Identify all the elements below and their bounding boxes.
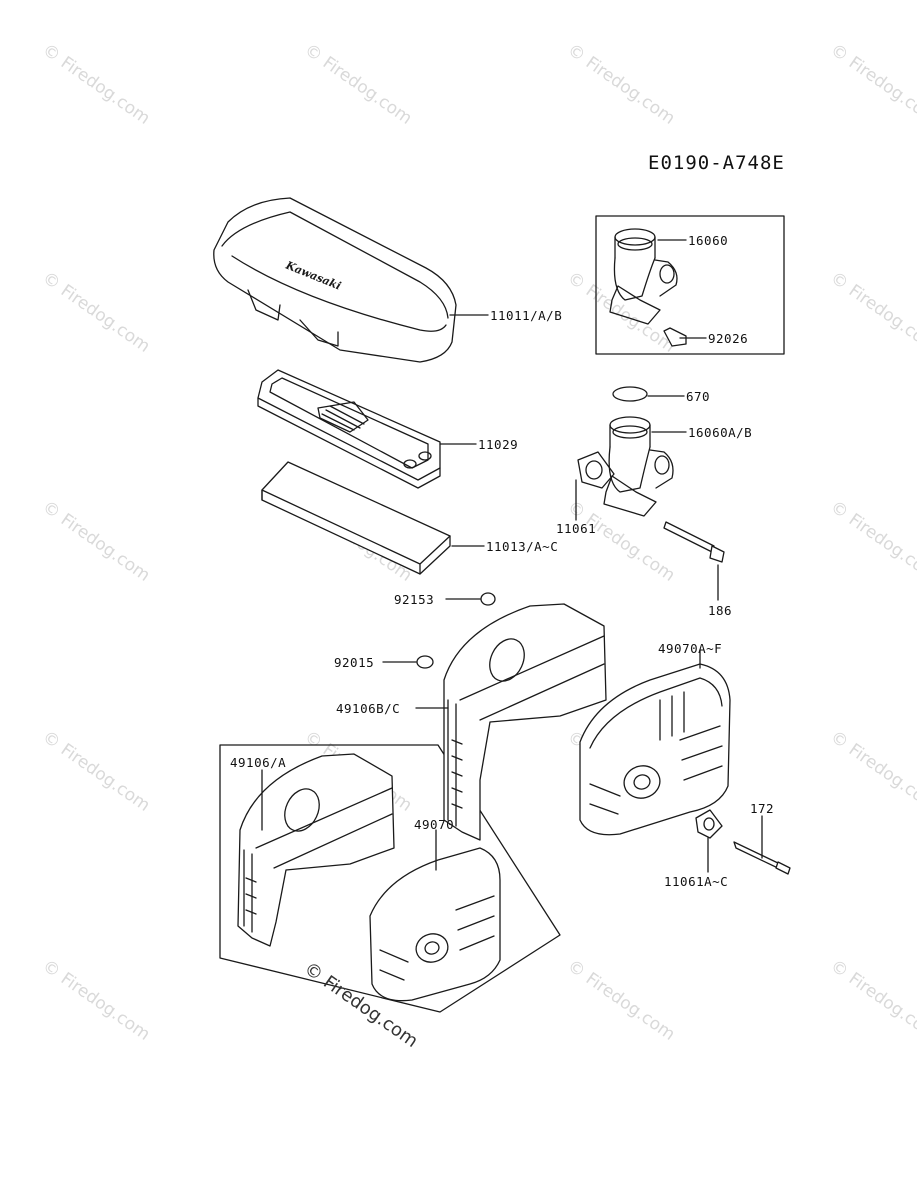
gasket <box>577 451 615 489</box>
muffler-cover <box>237 753 395 947</box>
part-label-186: 186 <box>708 603 733 618</box>
part-label-16060ab: 16060A/B <box>688 425 753 440</box>
stud-bolt <box>733 841 791 875</box>
inset-box-top <box>595 215 785 355</box>
part-label-92026: 92026 <box>708 331 749 346</box>
air-cleaner-cover: Kawasaki <box>213 197 457 363</box>
part-label-92153: 92153 <box>394 592 435 607</box>
o-ring <box>612 386 648 402</box>
inset-box-bottom <box>219 744 561 1013</box>
muffler-small <box>369 847 501 1002</box>
part-label-172: 172 <box>750 801 775 816</box>
pre-filter <box>261 461 451 575</box>
part-label-49070: 49070 <box>414 817 455 832</box>
part-label-49070af: 49070A~F <box>658 641 723 656</box>
gasket-a-c <box>695 809 723 839</box>
bolt-186 <box>663 521 725 563</box>
elbow-pipe-ab <box>603 416 674 517</box>
elbow-pipe <box>609 228 687 347</box>
nut-92015 <box>416 655 434 669</box>
part-label-11013: 11013/A~C <box>486 539 559 554</box>
part-label-11061: 11061 <box>556 521 597 536</box>
part-label-11011: 11011/A/B <box>490 308 563 323</box>
part-label-49106a: 49106/A <box>230 755 287 770</box>
part-label-11029: 11029 <box>478 437 519 452</box>
part-label-49106bc: 49106B/C <box>336 701 401 716</box>
part-label-670: 670 <box>686 389 711 404</box>
leader-lines <box>261 239 763 873</box>
part-label-16060: 16060 <box>688 233 729 248</box>
diagram-code: E0190-A748E <box>648 152 785 174</box>
muffler-large <box>579 663 731 836</box>
air-filter-element <box>257 369 441 489</box>
muffler-cover-bc <box>443 603 607 841</box>
part-label-11061ac: 11061A~C <box>664 874 729 889</box>
bolt-92153 <box>480 592 496 606</box>
part-label-92015: 92015 <box>334 655 375 670</box>
